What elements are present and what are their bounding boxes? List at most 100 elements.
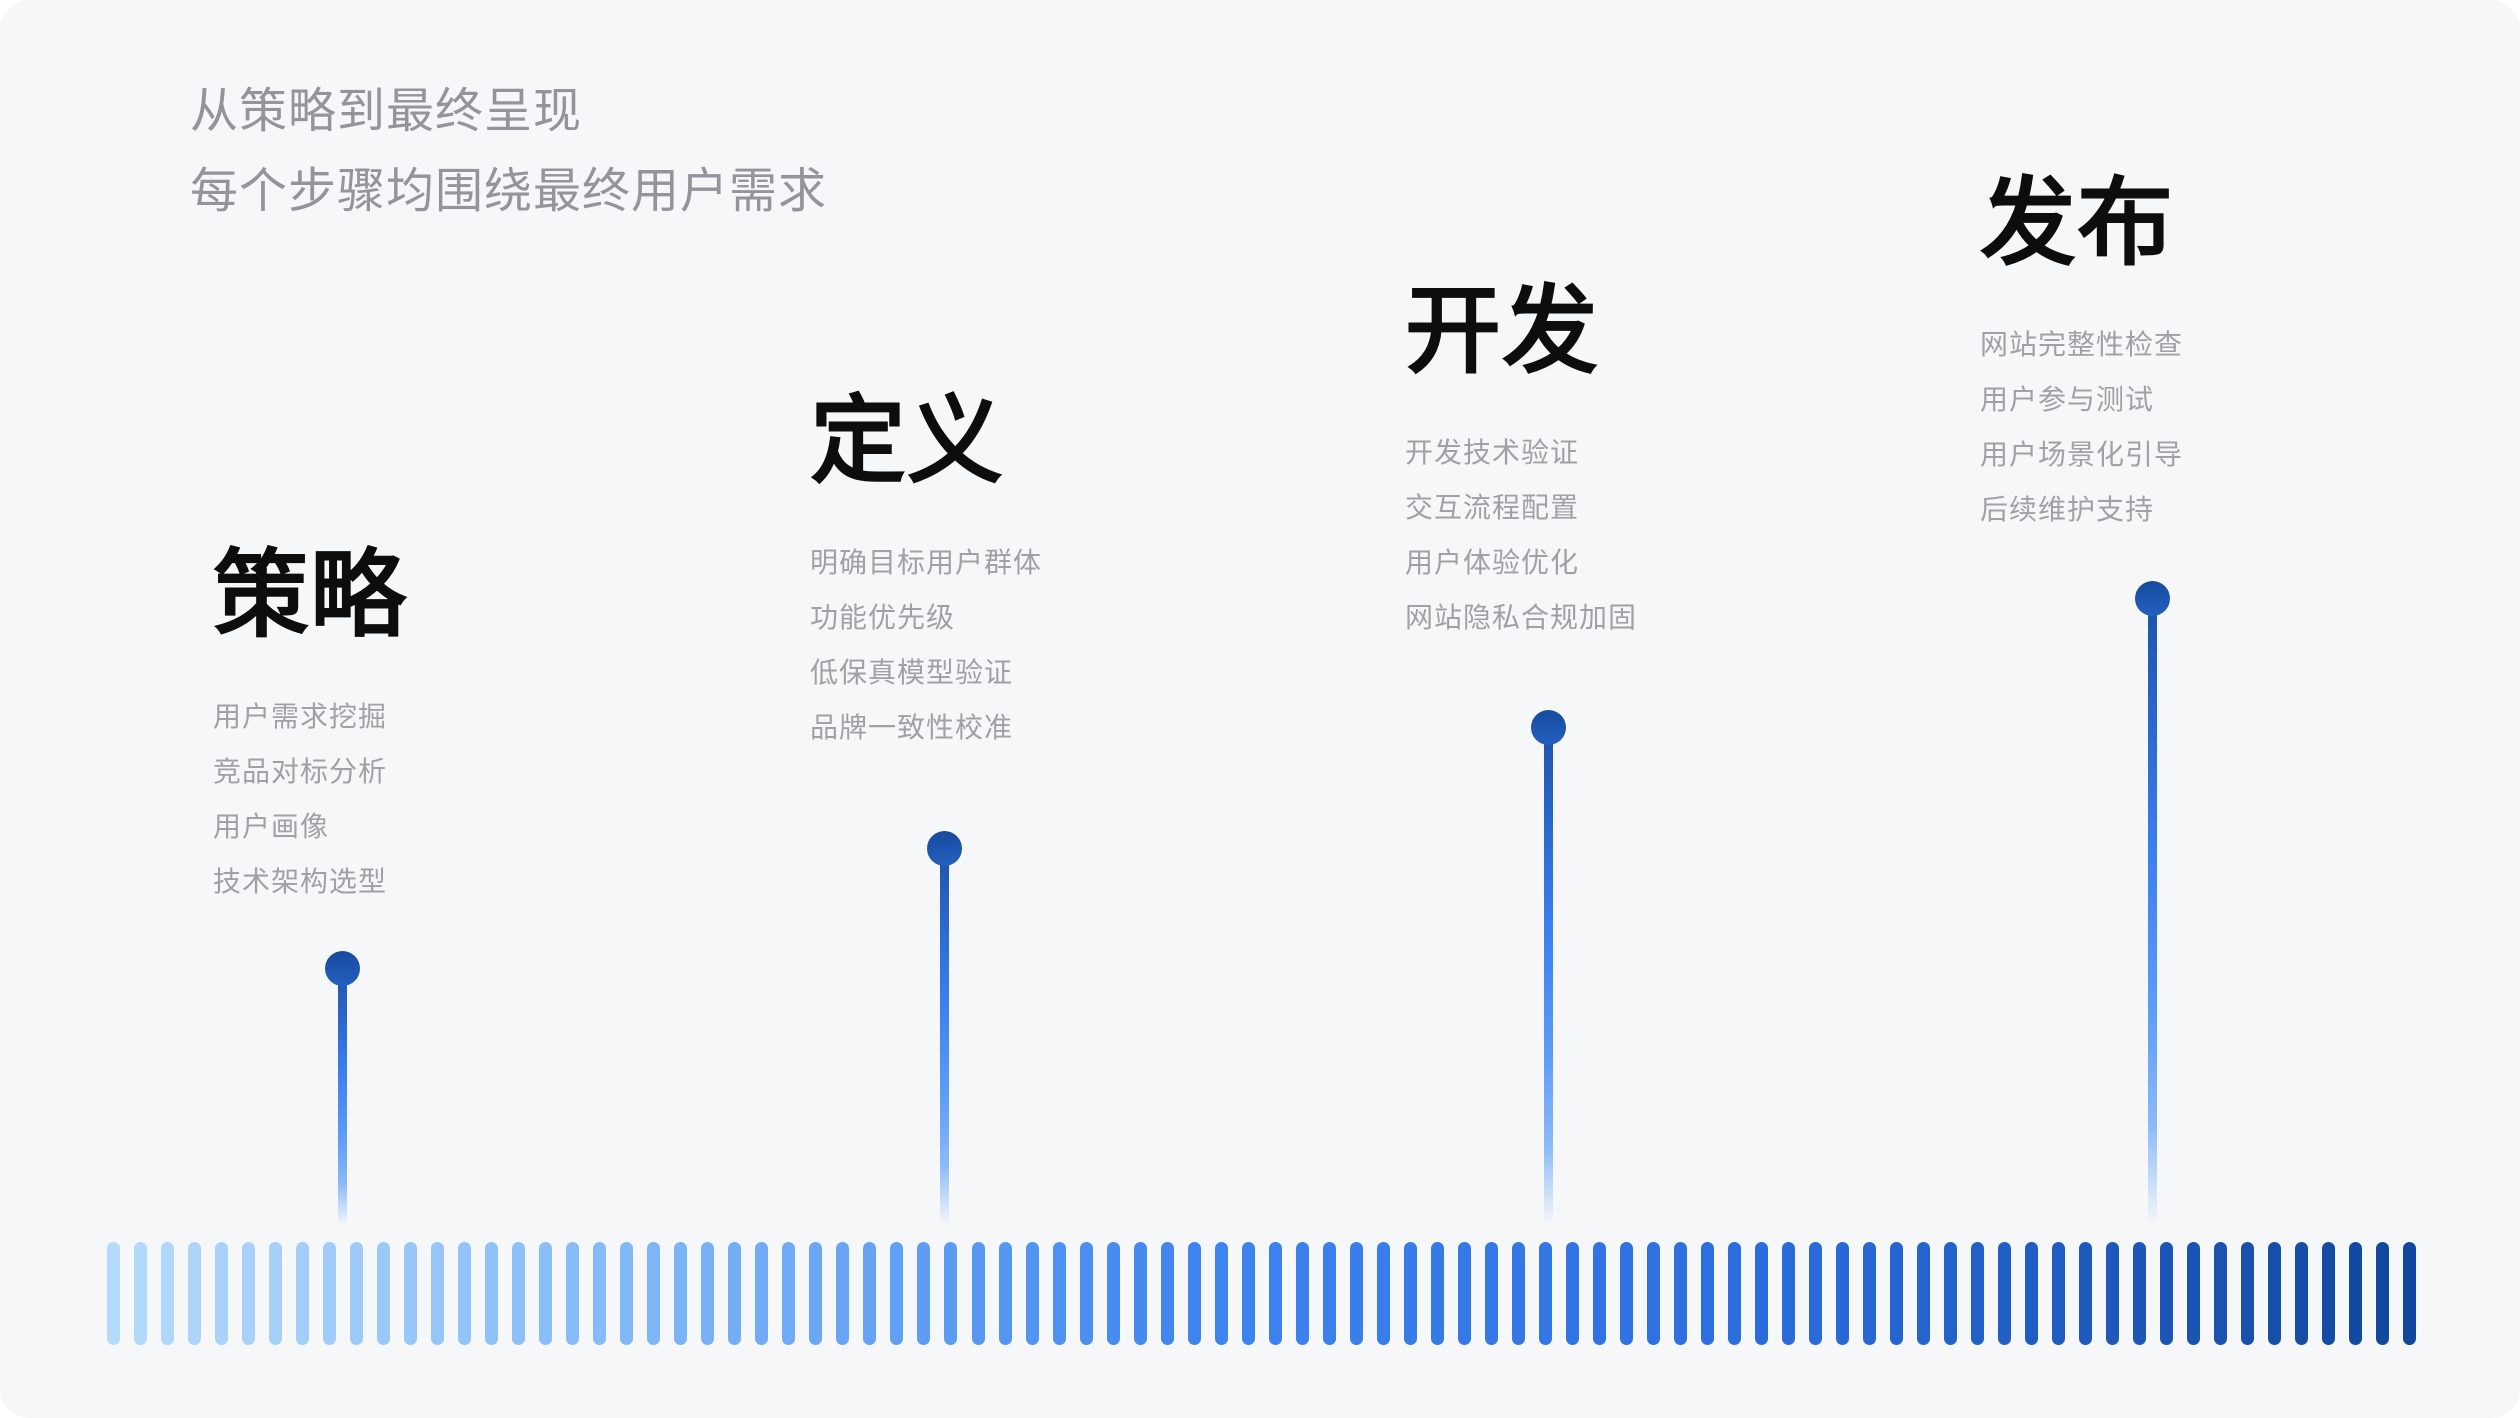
timeline-bar [2241, 1242, 2255, 1345]
timeline-bar [1160, 1242, 1174, 1345]
timeline-bar [1187, 1242, 1201, 1345]
timeline-bar [1917, 1242, 1931, 1345]
timeline-bar [944, 1242, 958, 1345]
timeline-bar [1700, 1242, 1714, 1345]
list-item: 交互流程配置 [1405, 492, 1580, 523]
stage-strategy-title: 策略 [213, 542, 407, 649]
timeline-bar [971, 1242, 985, 1345]
timeline-bar [2349, 1242, 2363, 1345]
timeline-bar [836, 1242, 850, 1345]
list-item: 后续维护支持 [1980, 494, 2155, 525]
timeline-bar-strip [107, 1242, 2417, 1345]
list-item: 低保真模型验证 [810, 657, 1014, 688]
timeline-bar [593, 1242, 607, 1345]
timeline-bar [917, 1242, 931, 1345]
timeline-bar [1781, 1242, 1795, 1345]
timeline-bar [2160, 1242, 2174, 1345]
timeline-bar [1376, 1242, 1390, 1345]
timeline-bar [1241, 1242, 1255, 1345]
timeline-bar [107, 1242, 120, 1345]
timeline-bar [2376, 1242, 2390, 1345]
timeline-bar [2295, 1242, 2309, 1345]
list-item: 功能优先级 [810, 602, 956, 633]
timeline-bar [2025, 1242, 2039, 1345]
pin-stem [2147, 598, 2157, 1225]
timeline-bar [2322, 1242, 2336, 1345]
timeline-bar [755, 1242, 769, 1345]
timeline-bar [134, 1242, 148, 1345]
stage-launch-title: 发布 [1980, 170, 2174, 277]
timeline-bar [620, 1242, 634, 1345]
timeline-bar [512, 1242, 526, 1345]
stage-define-title: 定义 [810, 388, 1004, 495]
timeline-bar [1268, 1242, 1282, 1345]
timeline-bar [1754, 1242, 1768, 1345]
timeline-bar [2052, 1242, 2066, 1345]
list-item: 用户画像 [213, 811, 330, 842]
timeline-bar [2403, 1242, 2417, 1345]
stage-launch-items: 网站完整性检查 用户参与测试 用户场景化引导 后续维护支持 [1980, 328, 2183, 527]
timeline-bar [2133, 1242, 2147, 1345]
timeline-bar [161, 1242, 175, 1345]
pin-stem [337, 968, 347, 1225]
timeline-bar [647, 1242, 661, 1345]
timeline-bar [1349, 1242, 1363, 1345]
timeline-bar [404, 1242, 418, 1345]
list-item: 用户体验优化 [1405, 547, 1580, 578]
stage-develop: 开发 开发技术验证 交互流程配置 用户体验优化 网站隐私合规加固 [1405, 284, 1637, 656]
list-item: 竞品对标分析 [213, 756, 388, 787]
timeline-bar [1133, 1242, 1147, 1345]
pin-dot-icon [2134, 580, 2170, 616]
timeline-bar [1646, 1242, 1660, 1345]
timeline-bar [1727, 1242, 1741, 1345]
timeline-bar [1863, 1242, 1877, 1345]
list-item: 开发技术验证 [1405, 437, 1580, 468]
timeline-bar [323, 1242, 337, 1345]
timeline-bar [1836, 1242, 1849, 1345]
timeline-bar [269, 1242, 283, 1345]
timeline-bar [1295, 1242, 1309, 1345]
timeline-bar [674, 1242, 688, 1345]
stage-strategy-items: 用户需求挖掘 竞品对标分析 用户画像 技术架构选型 [213, 700, 407, 899]
timeline-bar [350, 1242, 364, 1345]
stage-strategy: 策略 用户需求挖掘 竞品对标分析 用户画像 技术架构选型 [213, 548, 407, 920]
timeline-bar [1565, 1242, 1579, 1345]
timeline-bar [1673, 1242, 1687, 1345]
list-item: 明确目标用户群体 [810, 547, 1043, 578]
timeline-bar [863, 1242, 877, 1345]
timeline-bar [1808, 1242, 1822, 1345]
timeline-bar [1052, 1242, 1066, 1345]
timeline-bar [2079, 1242, 2093, 1345]
stage-develop-items: 开发技术验证 交互流程配置 用户体验优化 网站隐私合规加固 [1405, 436, 1637, 635]
timeline-bar [2214, 1242, 2228, 1345]
list-item: 用户场景化引导 [1980, 439, 2184, 470]
timeline-bar [1484, 1242, 1498, 1345]
timeline-bar [1106, 1242, 1120, 1345]
timeline-bar [1538, 1242, 1552, 1345]
timeline-bar [701, 1242, 715, 1345]
timeline-bar [1619, 1242, 1633, 1345]
timeline-bar [1214, 1242, 1228, 1345]
stage-develop-title: 开发 [1405, 278, 1599, 385]
stage-launch: 发布 网站完整性检查 用户参与测试 用户场景化引导 后续维护支持 [1980, 176, 2183, 548]
timeline-bar [188, 1242, 202, 1345]
timeline-bar [539, 1242, 553, 1345]
timeline-bar [2187, 1242, 2201, 1345]
timeline-bar [1457, 1242, 1471, 1345]
list-item: 用户参与测试 [1980, 384, 2155, 415]
slide-subtitle: 从策略到最终呈现 每个步骤均围绕最终用户需求 [190, 72, 827, 232]
timeline-bar [215, 1242, 229, 1345]
subtitle-line-2: 每个步骤均围绕最终用户需求 [190, 165, 828, 218]
timeline-bar [1403, 1242, 1417, 1345]
pin-dot-icon [1530, 709, 1566, 745]
list-item: 网站隐私合规加固 [1405, 602, 1638, 633]
timeline-bar [782, 1242, 796, 1345]
timeline-bar [1511, 1242, 1525, 1345]
timeline-bar [998, 1242, 1012, 1345]
timeline-bar [458, 1242, 472, 1345]
timeline-bar [1430, 1242, 1444, 1345]
timeline-bar [1592, 1242, 1606, 1345]
list-item: 用户需求挖掘 [213, 701, 388, 732]
timeline-bar [485, 1242, 499, 1345]
